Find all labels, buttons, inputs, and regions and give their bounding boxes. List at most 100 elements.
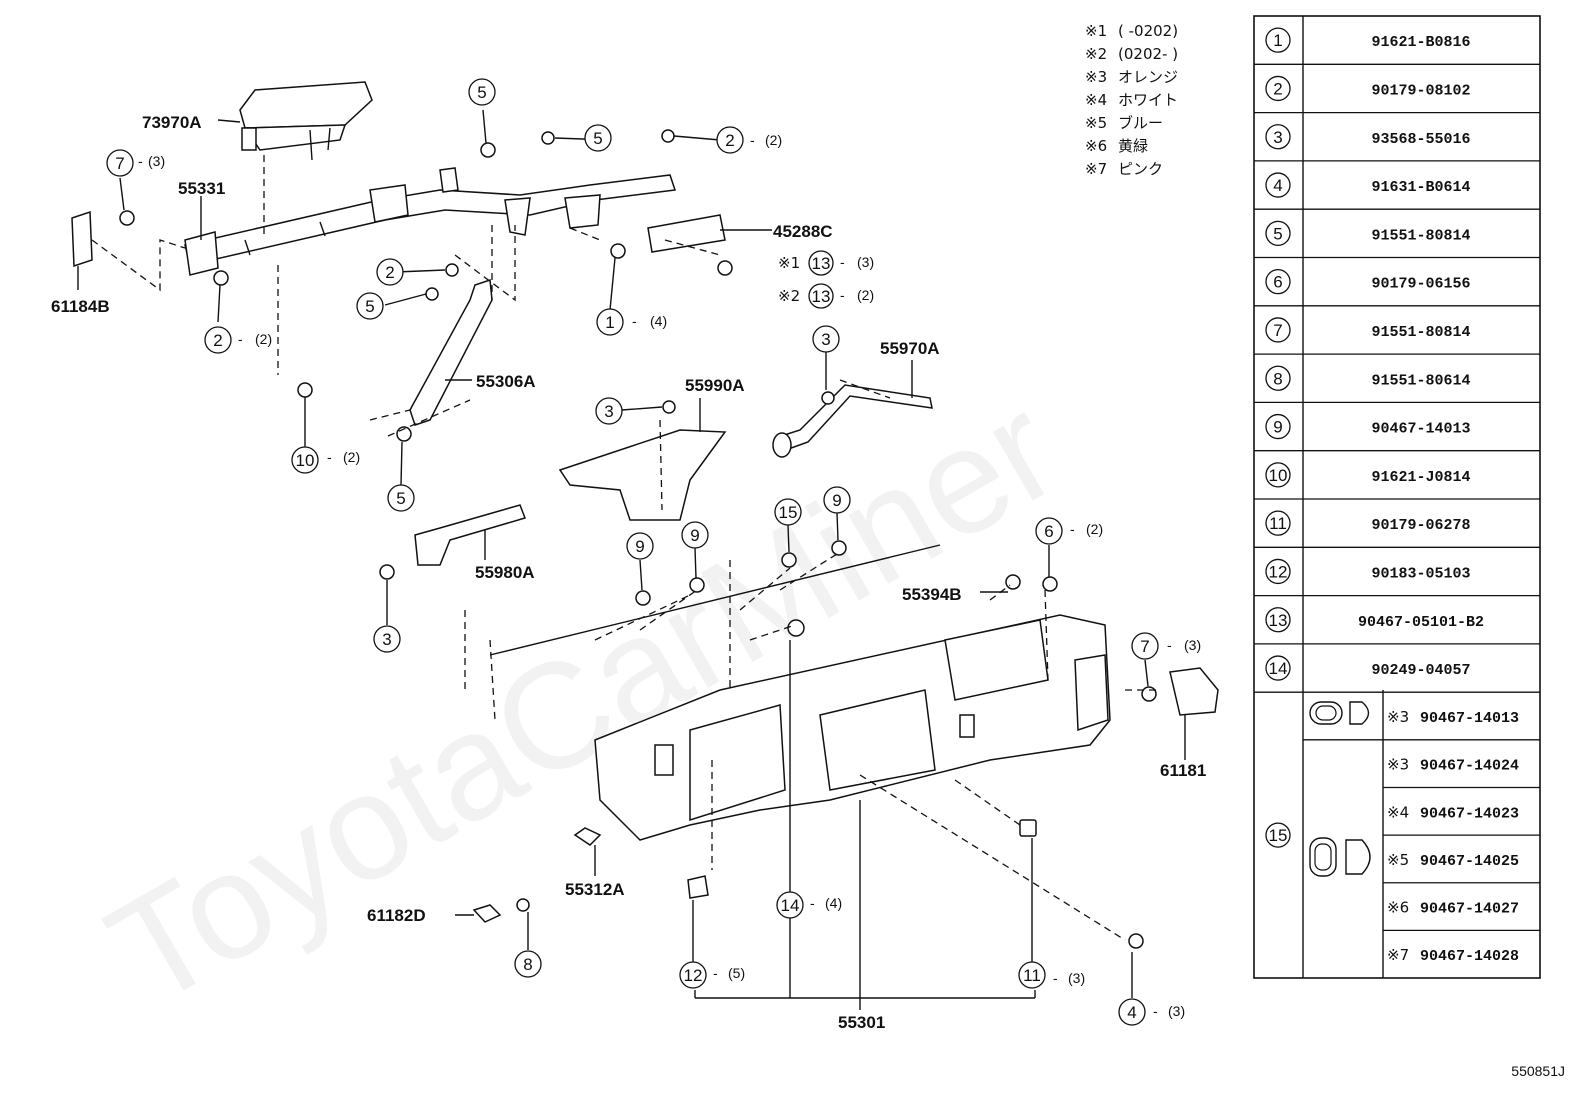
table-ref-circle [1265, 268, 1291, 295]
svg-text:15: 15 [779, 503, 798, 522]
table-ref-circle [1265, 365, 1291, 391]
svg-text:(2): (2) [343, 449, 360, 465]
svg-text:2: 2 [213, 331, 222, 350]
label-55970A: 55970A [880, 339, 940, 358]
table-ref-circle [1265, 510, 1291, 536]
svg-text:※2: ※2 [778, 287, 800, 305]
fasteners [119, 129, 1157, 949]
variant-part-number: 90467-14028 [1420, 948, 1519, 965]
table-ref: 5 [1273, 224, 1282, 243]
clip-12-shape [687, 875, 709, 899]
callout: 11-(3) [1018, 961, 1085, 989]
callout: 5 [584, 124, 612, 152]
svg-text:(2): (2) [765, 132, 782, 148]
svg-text:2: 2 [725, 131, 734, 150]
table-part-number: 91621-J0814 [1371, 469, 1470, 486]
svg-text:-: - [138, 153, 143, 169]
callout: 9 [681, 521, 709, 549]
svg-text:6: 6 [1044, 522, 1053, 541]
diagram-code: 550851J [1511, 1063, 1565, 1079]
callout: 12-(5) [679, 961, 745, 989]
svg-text:-: - [840, 254, 845, 270]
variant-mark: ※3 [1387, 756, 1409, 774]
callout: 14-(4) [776, 891, 842, 919]
svg-text:3: 3 [382, 630, 391, 649]
callout: 3 [812, 325, 840, 353]
svg-text:1: 1 [605, 313, 614, 332]
label-55312A: 55312A [565, 880, 625, 899]
note-mark: ※3 [1085, 68, 1107, 86]
table-ref-circle [1265, 172, 1291, 198]
label-55980A: 55980A [475, 563, 535, 582]
table-part-number: 91551-80614 [1371, 372, 1470, 389]
callout: 4-(3) [1118, 998, 1185, 1026]
callout: 2-(2) [716, 126, 782, 154]
svg-text:-: - [713, 965, 718, 981]
table-ref-circle [1265, 75, 1291, 102]
clip-11-shape [1019, 819, 1037, 837]
table-part-number: 90249-04057 [1371, 662, 1470, 679]
variant-part-number: 90467-14025 [1420, 853, 1519, 870]
svg-text:( -0202): ( -0202) [1118, 22, 1178, 40]
svg-text:5: 5 [593, 129, 602, 148]
callout: 2-(2) [204, 326, 272, 354]
part-61182D-shape [472, 904, 502, 923]
table-ref: 1 [1273, 31, 1282, 50]
svg-text:14: 14 [781, 896, 800, 915]
label-55990A: 55990A [685, 376, 745, 395]
capsule-clip-icon [1309, 701, 1370, 725]
callout: 15 [774, 498, 802, 526]
label-55306A: 55306A [476, 372, 536, 391]
svg-text:(3): (3) [1168, 1003, 1185, 1019]
table-ref-circle [1265, 413, 1291, 440]
table-ref-circle [1265, 607, 1291, 633]
svg-text:11: 11 [1023, 966, 1041, 985]
table-ref-circle [1265, 27, 1291, 53]
label-61184B: 61184B [51, 297, 110, 316]
table-part-number: 93568-55016 [1371, 131, 1470, 148]
table-part-number: 91551-80814 [1371, 324, 1470, 341]
table-ref: 4 [1273, 176, 1282, 195]
svg-text:9: 9 [690, 526, 699, 545]
table-ref: 8 [1273, 369, 1282, 388]
svg-text:3: 3 [604, 402, 613, 421]
svg-text:(5): (5) [728, 965, 745, 981]
svg-text:4: 4 [1127, 1003, 1136, 1022]
svg-text:7: 7 [1140, 637, 1149, 656]
part-55990A-shape [558, 429, 727, 521]
svg-text:(2): (2) [857, 287, 874, 303]
table-ref: 9 [1273, 418, 1282, 437]
assembly-lines [91, 155, 1160, 941]
variant-part-number: 90467-14023 [1420, 805, 1519, 822]
part-61181-shape [1169, 667, 1219, 716]
table-ref-circle [1265, 655, 1291, 681]
note-mark: ※6 [1085, 137, 1107, 155]
svg-text:8: 8 [523, 955, 532, 974]
table-part-number: 91631-B0614 [1371, 179, 1470, 196]
note-mark: ※1 [1085, 22, 1107, 40]
table-ref: 7 [1273, 321, 1282, 340]
part-55312A-shape [573, 827, 602, 846]
svg-text:(2): (2) [1086, 521, 1103, 537]
table-ref-circle [1265, 220, 1291, 247]
svg-text:3: 3 [821, 330, 830, 349]
callout: 7-(3) [106, 149, 165, 177]
svg-text:-: - [1167, 637, 1172, 653]
part-55306A-shape [409, 278, 493, 426]
table-ref: 3 [1273, 128, 1282, 147]
callout: 7 -(3) [1131, 632, 1201, 660]
table-part-number: 91551-80814 [1371, 227, 1470, 244]
parts-artwork [71, 81, 1219, 949]
svg-text:13: 13 [812, 287, 831, 306]
svg-text:(3): (3) [1184, 637, 1201, 653]
variant-mark: ※4 [1387, 803, 1409, 821]
svg-text:※1: ※1 [778, 254, 800, 272]
table-part-number: 90467-14013 [1371, 421, 1470, 438]
note-mark: ※2 [1085, 45, 1107, 63]
callout: 8 [514, 950, 542, 978]
svg-text:-: - [750, 132, 755, 148]
svg-text:2: 2 [385, 263, 394, 282]
